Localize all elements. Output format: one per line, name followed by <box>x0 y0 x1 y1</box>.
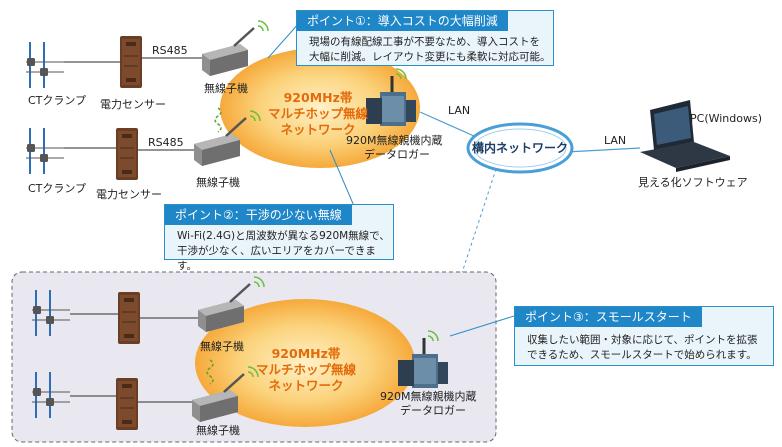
lan-label: LAN <box>448 104 470 117</box>
rs485-label: RS485 <box>152 44 188 57</box>
power-sensor-label: 電力センサー <box>96 188 162 201</box>
point2-callout: ポイント②：干渉の少ない無線 Wi-Fi(2.4G)と周波数が異なる920M無線… <box>164 204 394 272</box>
lan-link-lower <box>439 162 499 341</box>
point2-line1: Wi-Fi(2.4G)と周波数が異なる920M無線で、 <box>177 230 390 242</box>
callout-pointer <box>329 149 355 207</box>
power-sensor-icon <box>115 127 139 181</box>
power-sensor-label: 電力センサー <box>100 98 166 111</box>
network-title-line2: マルチホップ無線 <box>256 362 357 377</box>
network-title-line3: ネットワーク <box>268 378 343 393</box>
ct-clamp-label: CTクランプ <box>28 182 86 195</box>
pc-label: PC(Windows) <box>690 112 762 125</box>
point2-line2: 干渉が少なく、広いエリアをカバーできます。 <box>177 245 376 272</box>
callout-pointer <box>267 21 301 59</box>
logger-label-line1: 920M無線親機内蔵 <box>346 133 443 147</box>
wireless-child-label: 無線子機 <box>200 339 244 353</box>
logger-label-line2: データロガー <box>364 147 430 161</box>
callout-pointer <box>449 315 515 337</box>
laptop-icon <box>640 100 730 172</box>
point3-callout: ポイント③：スモールスタート 収集したい範囲・対象に応じて、ポイントを拡張 でき… <box>514 306 774 366</box>
internal-network-label: 構内ネットワーク <box>472 140 568 155</box>
point3-text: 収集したい範囲・対象に応じて、ポイントを拡張 できるため、スモールスタートで始め… <box>527 333 757 363</box>
radio-wave-icon <box>214 107 222 133</box>
point3-line2: できるため、スモールスタートで始められます。 <box>527 349 757 361</box>
software-label: 見える化ソフトウェア <box>638 175 748 189</box>
ct-clamp-icon <box>25 41 65 89</box>
internal-network-ring <box>466 122 574 174</box>
lan-cable <box>565 147 641 153</box>
network-area-upper <box>220 48 420 168</box>
network-area-lower <box>195 299 415 427</box>
ct-clamp-label: CTクランプ <box>28 94 86 107</box>
ct-clamp-icon <box>25 127 65 175</box>
point1-title: ポイント①：導入コストの大幅削減 <box>297 11 508 31</box>
power-sensor-icon <box>119 35 143 89</box>
logger-label-line2: データロガー <box>400 403 466 417</box>
point3-line1: 収集したい範囲・対象に応じて、ポイントを拡張 <box>527 334 758 346</box>
point1-line1: 現場の有線配線工事が不要なため、導入コストを <box>309 36 540 48</box>
wireless-child-label: 無線子機 <box>196 423 240 437</box>
point1-text: 現場の有線配線工事が不要なため、導入コストを 大幅に削減。レイアウト変更にも柔軟… <box>309 35 551 65</box>
point2-title: ポイント②：干渉の少ない無線 <box>165 205 352 225</box>
power-sensor-icon <box>115 377 139 431</box>
wireless-child-label: 無線子機 <box>204 81 248 95</box>
network-title-line1: 920MHz帯 <box>284 90 353 105</box>
point3-title: ポイント③：スモールスタート <box>515 307 702 327</box>
power-sensor-icon <box>117 291 141 345</box>
lan-cable <box>419 111 475 137</box>
logger-label-line1: 920M無線親機内蔵 <box>380 389 477 403</box>
point1-callout: ポイント①：導入コストの大幅削減 現場の有線配線工事が不要なため、導入コストを … <box>296 10 554 66</box>
network-title-line1: 920MHz帯 <box>272 346 341 361</box>
wireless-child-label: 無線子機 <box>196 175 240 189</box>
lan-label: LAN <box>604 134 626 147</box>
point2-text: Wi-Fi(2.4G)と周波数が異なる920M無線で、 干渉が少なく、広いエリア… <box>177 229 393 274</box>
network-title-line2: マルチホップ無線 <box>268 106 369 121</box>
rs485-label: RS485 <box>148 136 184 149</box>
network-title-line3: ネットワーク <box>280 122 355 137</box>
point1-line2: 大幅に削減。レイアウト変更にも柔軟に対応可能。 <box>309 51 551 63</box>
internal-network-ring-inner <box>473 128 567 168</box>
